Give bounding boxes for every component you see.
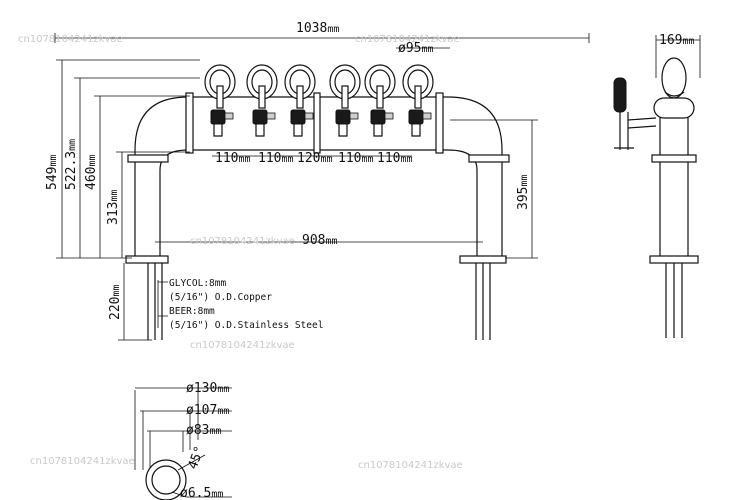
dim-d130: ø130mm [186, 381, 229, 396]
tap-stem [341, 85, 349, 109]
faucet-body [370, 109, 386, 125]
glycol-note-1: GLYCOL:8mm [169, 278, 226, 289]
glycol-note-2: (5/16") O.D.Copper [169, 292, 272, 303]
dim-549: 549mm [45, 154, 60, 190]
spacing-5: 110mm [377, 151, 413, 166]
faucet-spout [338, 124, 348, 137]
faucet-nut [224, 112, 234, 120]
faucet-spout [213, 124, 223, 137]
dim-395: 395mm [516, 174, 531, 210]
beer-note-1: BEER:8mm [169, 306, 215, 317]
dim-handle-dia: ø95mm [398, 41, 434, 56]
dim-169: 169mm [659, 33, 695, 48]
faucet-nut [304, 112, 314, 120]
dim-d6-5: ø6.5mm [180, 486, 223, 500]
faucet-body [290, 109, 306, 125]
spacing-1: 110mm [215, 151, 251, 166]
spacing-3: 120mm [297, 151, 333, 166]
faucet-spout [255, 124, 265, 137]
faucet-group [204, 64, 434, 137]
labels: 1038mm ø95mm 169mm 549mm 522.3mm 460mm 3… [45, 21, 695, 500]
watermark-text: cn1078104241zkvae [30, 456, 135, 467]
spacing-4: 110mm [338, 151, 374, 166]
dim-460: 460mm [84, 154, 99, 190]
watermark-text: cn1078104241zkvae [18, 34, 123, 45]
tap-stem [216, 85, 224, 109]
spacing-2: 110mm [258, 151, 294, 166]
dim-angle: 45° [186, 444, 208, 471]
front-view [125, 92, 510, 340]
dim-d83: ø83mm [186, 423, 222, 438]
tap-stem [414, 85, 422, 109]
faucet-nut [349, 112, 359, 120]
side-view [613, 57, 699, 338]
watermark-text: cn1078104241zkvae [358, 460, 463, 471]
watermark-text: cn1078104241zkvae [190, 236, 295, 247]
dim-908: 908mm [302, 233, 338, 248]
faucet-spout [373, 124, 383, 137]
tap-stem [296, 85, 304, 109]
faucet-spout [293, 124, 303, 137]
section-view [134, 387, 232, 500]
faucet-spout [411, 124, 421, 137]
faucet-nut [384, 112, 394, 120]
faucet-body [335, 109, 351, 125]
dim-313: 313mm [106, 189, 121, 225]
watermark-text: cn1078104241zkvae [355, 34, 460, 45]
faucet-nut [422, 112, 432, 120]
dim-522: 522.3mm [64, 139, 79, 190]
faucet-body [408, 109, 424, 125]
tap-stem [258, 85, 266, 109]
faucet-body [210, 109, 226, 125]
dim-1038: 1038mm [296, 21, 339, 36]
faucet-nut [266, 112, 276, 120]
tap-stem [376, 85, 384, 109]
watermarks: cn1078104241zkvae cn1078104241zkvae cn10… [18, 34, 463, 471]
faucet-body [252, 109, 268, 125]
watermark-text: cn1078104241zkvae [190, 340, 295, 351]
dim-d107: ø107mm [186, 403, 229, 418]
beer-note-2: (5/16") O.D.Stainless Steel [169, 320, 323, 331]
dim-220: 220mm [108, 284, 123, 320]
dimension-lines [54, 33, 701, 341]
